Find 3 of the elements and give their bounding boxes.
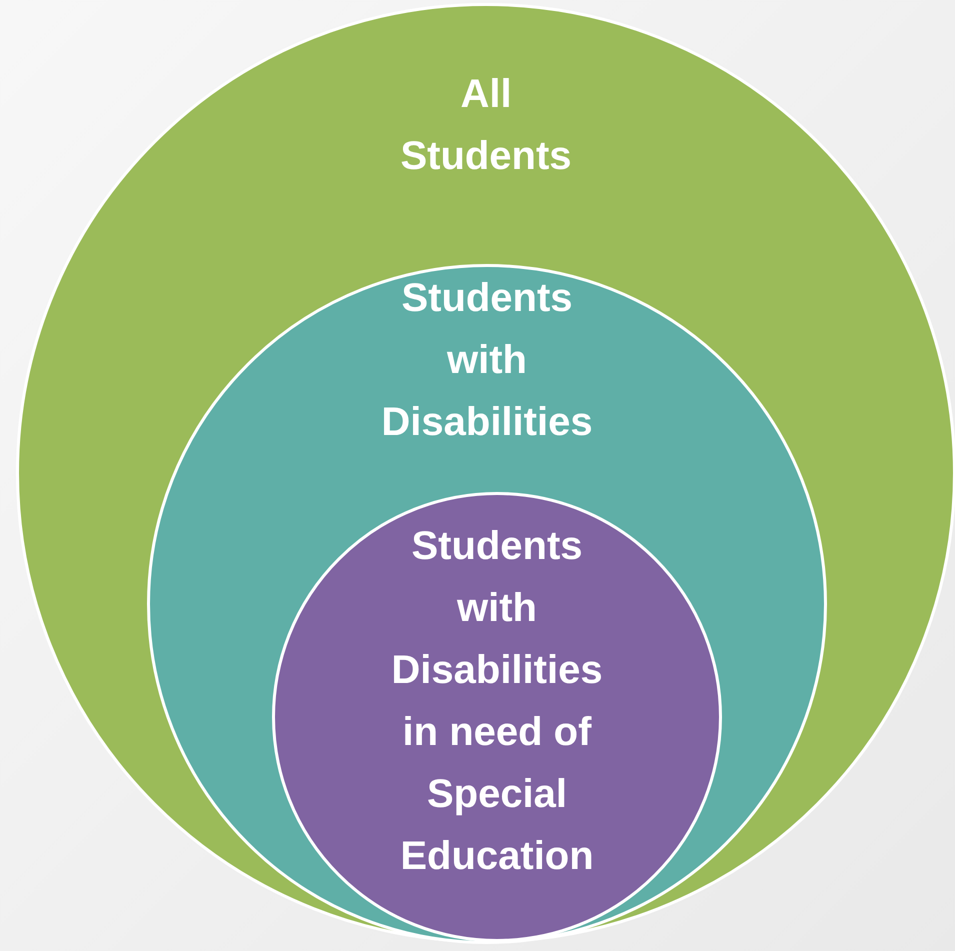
circle-label: Students with Disabilities in need of Special Education bbox=[390, 523, 604, 880]
circle-label: All Students bbox=[399, 71, 573, 180]
circle-label: Students with Disabilities bbox=[380, 275, 594, 446]
